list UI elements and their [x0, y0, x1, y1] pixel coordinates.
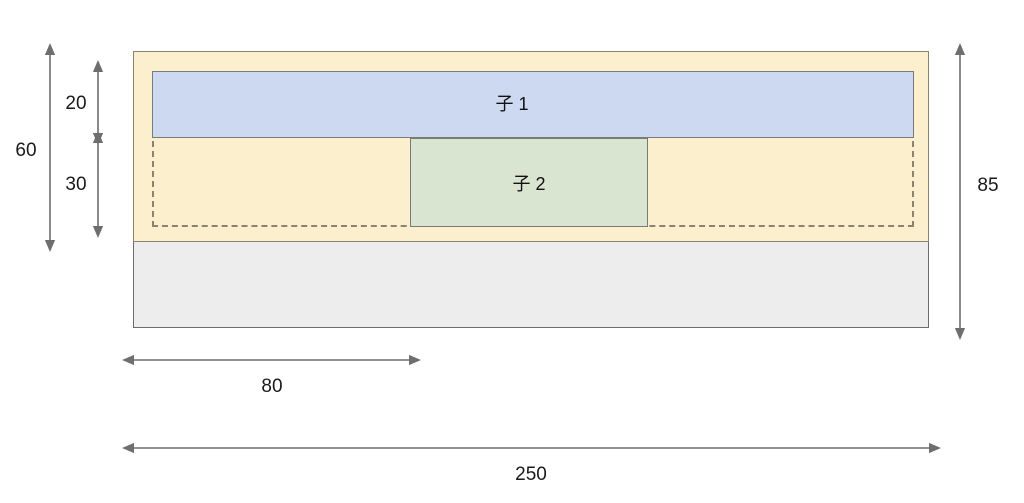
- dim-label-60: 60: [15, 140, 37, 161]
- child2-label: 子 2: [512, 174, 546, 194]
- child2-box: [410, 138, 648, 227]
- bottom-grey-region: [133, 242, 929, 328]
- dim-label-20: 20: [65, 93, 87, 114]
- dim-label-85: 85: [977, 175, 999, 196]
- child1-box: [152, 71, 914, 138]
- dim-label-30: 30: [65, 174, 87, 195]
- dim-label-250: 250: [515, 464, 547, 485]
- dim-label-80: 80: [261, 376, 283, 397]
- child1-label: 子 1: [495, 94, 529, 114]
